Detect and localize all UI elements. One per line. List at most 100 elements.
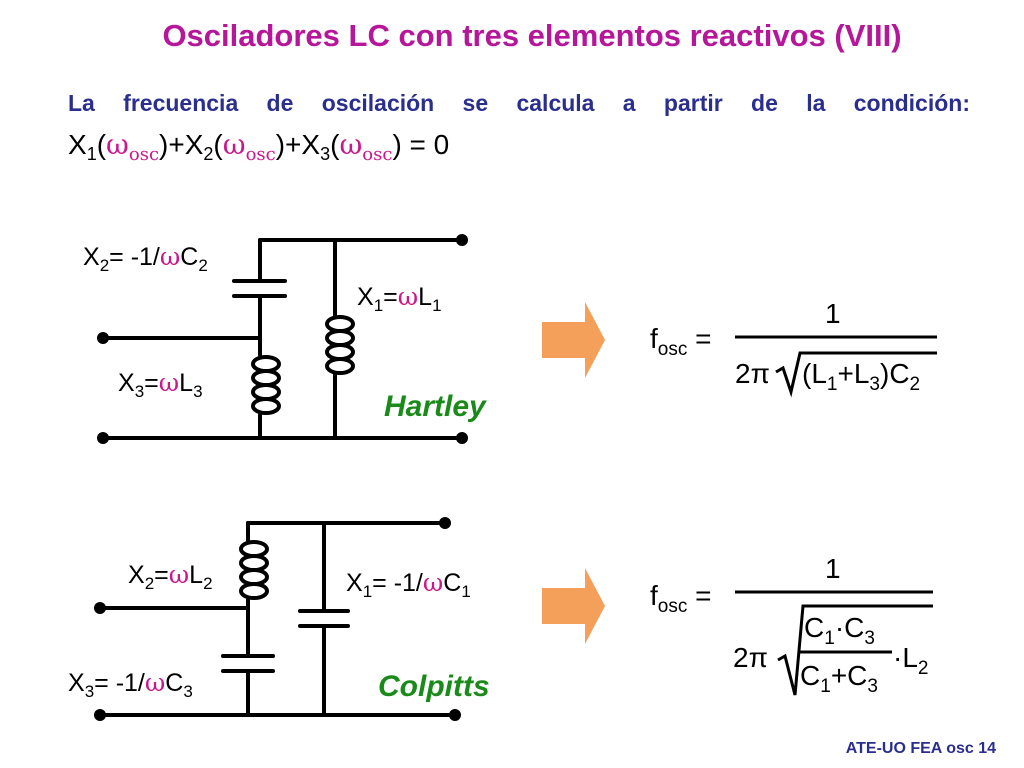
hartley-fosc: fosc = — [650, 323, 712, 361]
f-symbol: f — [650, 580, 658, 611]
lbl-part: X — [346, 569, 363, 597]
lbl-part: = — [154, 561, 169, 589]
lbl-sub: 2 — [99, 256, 110, 275]
colpitts-x1-label: X1= -1/ωC1 — [346, 568, 471, 602]
num-part: C — [804, 612, 825, 643]
omega-symbol: ω — [168, 560, 190, 589]
omega-symbol: ω — [159, 242, 181, 271]
oscillation-condition: X1(ωosc)+X2(ωosc)+X3(ωosc) = 0 — [68, 128, 449, 165]
lbl-sub: 2 — [203, 574, 213, 593]
equals-sign: = — [695, 323, 712, 354]
hartley-numerator: 1 — [825, 298, 841, 329]
lbl-part: = -1/ — [94, 669, 145, 697]
cond-c2: )+X — [275, 129, 321, 160]
cond-omega1: ω — [106, 128, 129, 161]
colpitts-two-pi: 2π — [733, 642, 768, 673]
lbl-sub: 3 — [84, 682, 95, 701]
arrow-right-icon — [542, 568, 605, 644]
hartley-name: Hartley — [384, 390, 486, 423]
colpitts-x2-label: X2=ωL2 — [128, 560, 213, 594]
colpitts-inner-numerator: C1·C3 — [804, 612, 875, 650]
den-sub: 1 — [820, 676, 831, 697]
den-part: (L — [802, 358, 827, 389]
page-title: Osciladores LC con tres elementos reacti… — [162, 18, 902, 53]
den-part: C — [800, 660, 821, 691]
hartley-l1-coil — [325, 315, 355, 375]
intro-text: La frecuencia de oscilación se calcula a… — [68, 90, 970, 116]
terminal-dot — [94, 709, 106, 721]
lbl-sub: 1 — [362, 582, 373, 601]
cond-s2: 2 — [203, 144, 214, 164]
lbl-part: C — [180, 243, 199, 271]
hartley-terminals — [97, 234, 468, 444]
lbl-part: = — [383, 283, 398, 311]
cond-omega2: ω — [222, 128, 246, 161]
num-sub: 3 — [864, 628, 875, 649]
den-sub: 1 — [826, 374, 838, 395]
l-sub: 2 — [917, 658, 929, 679]
colpitts-fosc: fosc = — [650, 580, 712, 618]
lbl-part: L — [418, 283, 433, 311]
colpitts-x3-label: X3= -1/ωC3 — [68, 668, 193, 702]
lbl-part: = — [144, 369, 159, 397]
cond-s3: 3 — [320, 144, 331, 164]
cond-osc2: osc — [245, 144, 276, 165]
hartley-l3-coil — [251, 355, 281, 415]
hartley-x1-label: X1=ωL1 — [357, 282, 442, 316]
num-sub: 1 — [824, 628, 835, 649]
lbl-part: X — [128, 561, 145, 589]
arrow-right-icon — [542, 302, 605, 378]
lbl-part: C — [443, 569, 462, 597]
cond-p1: ( — [96, 129, 107, 160]
terminal-dot — [456, 432, 468, 444]
hartley-sqrt-sign — [775, 351, 937, 398]
hartley-circuit — [103, 238, 464, 440]
colpitts-circuit — [100, 521, 457, 717]
omega-symbol: ω — [158, 368, 180, 397]
lbl-sub: 1 — [461, 582, 471, 601]
den-part: )C — [880, 358, 910, 389]
colpitts-name: Colpitts — [378, 670, 490, 703]
lbl-part: X — [83, 243, 100, 271]
hartley-x3-label: X3=ωL3 — [118, 368, 203, 402]
colpitts-l2-coil — [239, 540, 269, 600]
lbl-part: X — [68, 669, 85, 697]
lbl-sub: 1 — [432, 296, 442, 315]
den-sub: 3 — [869, 374, 880, 395]
den-sub: 2 — [909, 374, 921, 395]
omega-symbol: ω — [422, 568, 444, 597]
l-part: ·L — [893, 642, 918, 673]
colpitts-l2-factor: ·L2 — [893, 642, 928, 680]
terminal-dot — [97, 332, 109, 344]
f-sub: osc — [657, 339, 688, 360]
terminal-dot — [456, 234, 468, 246]
cond-osc3: osc — [362, 144, 393, 165]
lbl-sub: 2 — [144, 574, 155, 593]
cond-c1: )+X — [159, 129, 204, 160]
lbl-part: X — [118, 369, 135, 397]
colpitts-sqrt-sign — [777, 604, 933, 696]
terminal-dot — [97, 432, 109, 444]
hartley-x2-label: X2= -1/ωC2 — [83, 242, 208, 276]
lbl-part: L — [189, 561, 204, 589]
hartley-denominator: (L1+L3)C2 — [802, 358, 920, 396]
num-part: ·C — [834, 612, 865, 643]
lbl-sub: 3 — [134, 382, 145, 401]
cond-p2: ( — [213, 129, 223, 160]
den-sub: 3 — [867, 676, 878, 697]
terminal-dot — [439, 517, 451, 529]
lbl-part: = -1/ — [372, 569, 423, 597]
hartley-two-pi: 2π — [735, 358, 770, 389]
lbl-part: X — [357, 283, 374, 311]
den-part: +C — [830, 660, 868, 691]
omega-symbol: ω — [144, 668, 166, 697]
colpitts-terminals — [94, 517, 461, 721]
cond-s1: 1 — [86, 144, 97, 164]
cond-omega3: ω — [339, 128, 363, 161]
colpitts-inner-denominator: C1+C3 — [800, 660, 878, 698]
lbl-part: C — [165, 669, 184, 697]
lbl-sub: 3 — [183, 682, 193, 701]
colpitts-numerator: 1 — [825, 553, 841, 584]
cond-p3: ( — [330, 129, 340, 160]
